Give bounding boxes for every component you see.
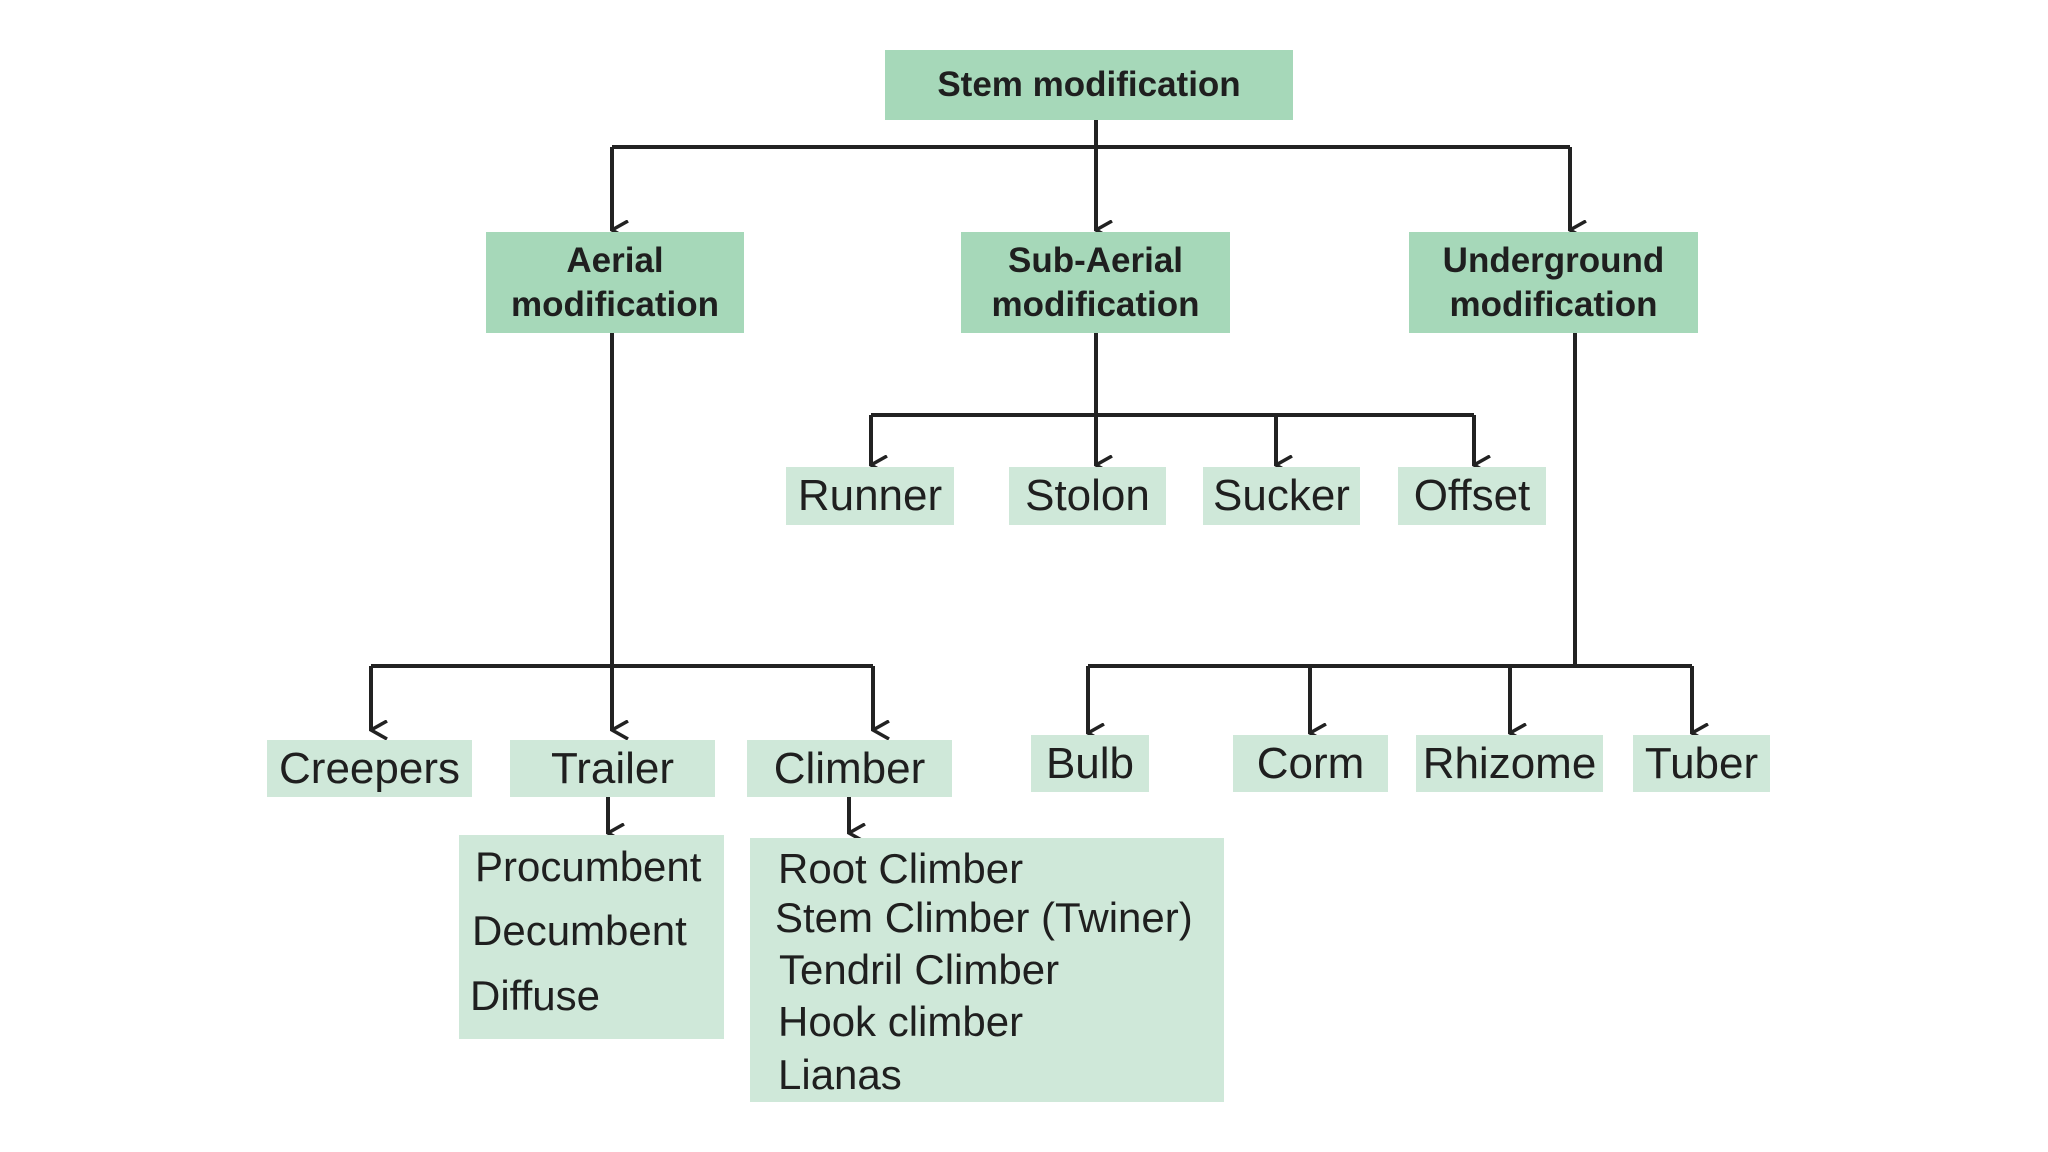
category-aerial: Aerial modification: [486, 232, 744, 333]
climber-subtype-list: Root Climber Stem Climber (Twiner) Tendr…: [750, 838, 1224, 1102]
underground-type-corm: Corm: [1233, 735, 1388, 792]
sub-aerial-type-stolon: Stolon: [1009, 467, 1166, 525]
category-sub-aerial-label: Sub-Aerial modification: [991, 240, 1200, 324]
trailer-subtype-item: Diffuse: [470, 972, 600, 1019]
creepers-label: Creepers: [279, 743, 460, 793]
stolon-label: Stolon: [1025, 471, 1150, 520]
offset-label: Offset: [1413, 471, 1531, 520]
root-node: Stem modification: [885, 50, 1293, 120]
trailer-subtype-list: Procumbent Decumbent Diffuse: [459, 835, 724, 1039]
bulb-label: Bulb: [1045, 738, 1135, 788]
category-underground-label: Underground modification: [1442, 240, 1665, 324]
sub-aerial-type-sucker: Sucker: [1203, 467, 1360, 525]
rhizome-label: Rhizome: [1422, 738, 1597, 788]
runner-label: Runner: [797, 471, 943, 520]
tuber-label: Tuber: [1644, 738, 1759, 788]
trailer-label: Trailer: [550, 743, 675, 793]
underground-type-rhizome: Rhizome: [1416, 735, 1603, 792]
aerial-type-trailer: Trailer: [510, 740, 715, 797]
trailer-subtype-item: Procumbent: [475, 843, 702, 890]
aerial-type-climber: Climber: [747, 740, 952, 797]
corm-label: Corm: [1256, 738, 1365, 788]
category-underground: Underground modification: [1409, 232, 1698, 333]
category-sub-aerial: Sub-Aerial modification: [961, 232, 1230, 333]
sucker-label: Sucker: [1213, 471, 1350, 520]
climber-subtype-item: Hook climber: [778, 998, 1024, 1045]
underground-type-bulb: Bulb: [1031, 735, 1149, 792]
sub-aerial-type-runner: Runner: [786, 467, 954, 525]
category-aerial-label: Aerial modification: [510, 240, 720, 324]
climber-subtype-item: Root Climber: [778, 845, 1024, 892]
root-label: Stem modification: [937, 65, 1241, 105]
aerial-type-creepers: Creepers: [267, 740, 472, 797]
climber-subtype-item: Tendril Climber: [779, 946, 1060, 993]
climber-label: Climber: [773, 743, 926, 793]
climber-subtype-item: Lianas: [778, 1051, 902, 1098]
trailer-subtype-item: Decumbent: [472, 907, 687, 954]
underground-type-tuber: Tuber: [1633, 735, 1770, 792]
sub-aerial-type-offset: Offset: [1398, 467, 1546, 525]
climber-subtype-item: Stem Climber (Twiner): [775, 894, 1193, 941]
